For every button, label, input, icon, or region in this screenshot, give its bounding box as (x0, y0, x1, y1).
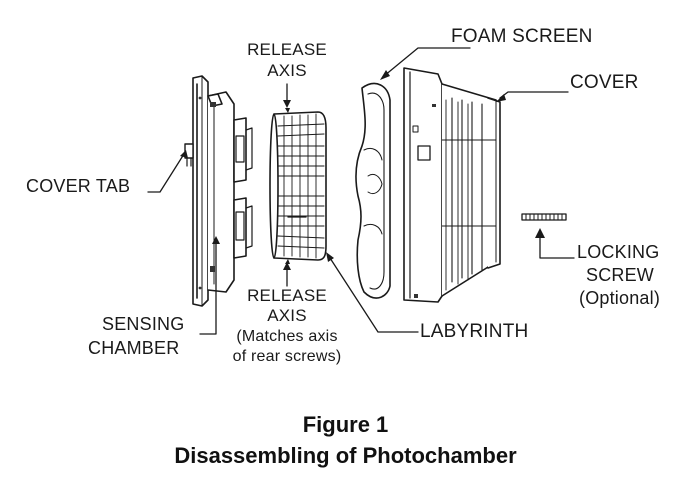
label-release-axis-bottom-line3: (Matches axis (236, 328, 338, 345)
label-release-axis-top-line2: AXIS (267, 61, 307, 80)
cover-part (403, 67, 501, 303)
label-cover-tab: COVER TAB (26, 176, 131, 196)
locking-screw-part (521, 213, 567, 221)
label-release-axis-top-line1: RELEASE (247, 40, 327, 59)
figure-title: Disassembling of Photochamber (174, 443, 517, 468)
label-sensing-chamber-line1: SENSING (102, 314, 185, 334)
label-cover: COVER (570, 72, 639, 93)
labyrinth-part (269, 108, 327, 264)
label-sensing-chamber-line2: CHAMBER (88, 338, 180, 358)
figure-number: Figure 1 (302, 412, 389, 437)
label-release-axis-bottom-line4: of rear screws) (232, 348, 342, 365)
label-locking-screw-line3: (Optional) (579, 288, 661, 308)
foam-screen-part (355, 82, 391, 299)
label-foam-screen: FOAM SCREEN (451, 26, 593, 47)
label-release-axis-bottom-line2: AXIS (267, 306, 307, 325)
leader-lines (147, 47, 575, 335)
sensing-chamber-part (184, 75, 253, 307)
label-release-axis-bottom-line1: RELEASE (247, 286, 327, 305)
label-labyrinth: LABYRINTH (420, 321, 529, 342)
label-locking-screw-line2: SCREW (586, 265, 654, 285)
label-locking-screw-line1: LOCKING (577, 242, 660, 262)
